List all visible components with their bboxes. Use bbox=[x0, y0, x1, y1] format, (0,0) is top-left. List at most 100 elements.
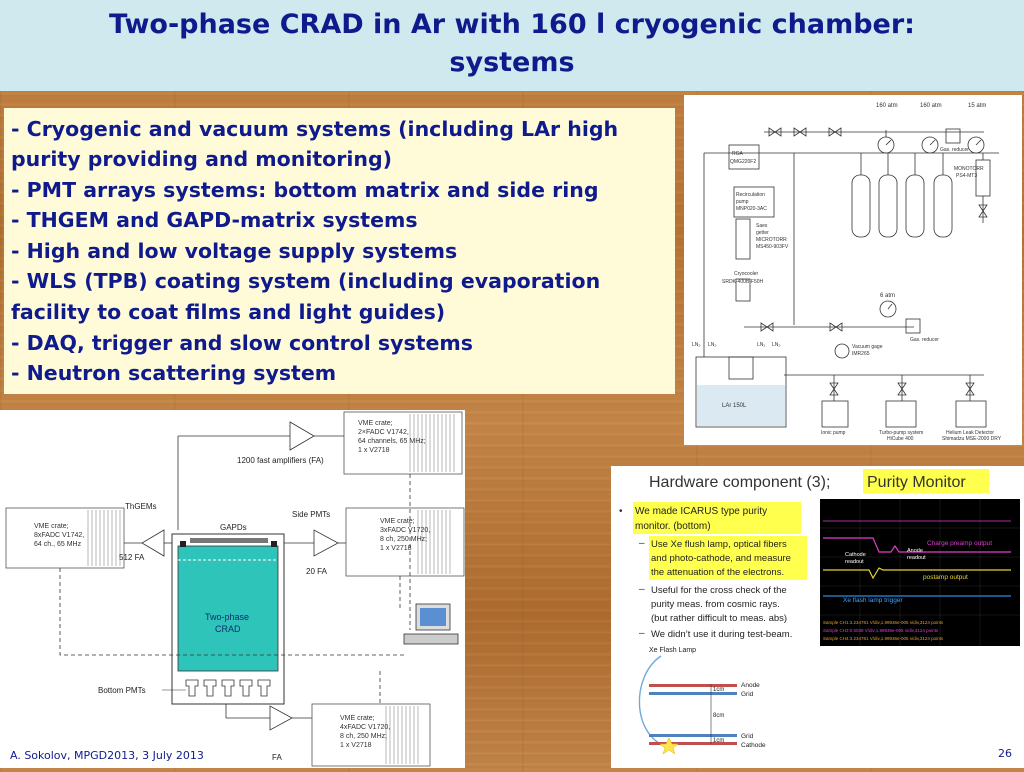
vme-crate-icon bbox=[343, 411, 463, 475]
vme-crate-icon bbox=[345, 507, 465, 577]
scope-label: readout bbox=[845, 559, 864, 565]
list-item: - WLS (TPB) coating system (including ev… bbox=[11, 269, 601, 293]
scope-label: postamp output bbox=[923, 574, 968, 581]
ln2-label: LN₂ bbox=[772, 342, 780, 348]
title-line-2: systems bbox=[449, 47, 575, 78]
sub-dash: – bbox=[639, 584, 645, 595]
fast-amplifiers-label: 1200 fast amplifiers (FA) bbox=[237, 456, 324, 465]
electrode-label: Grid bbox=[741, 733, 754, 740]
vme-top-text: VME crate; bbox=[358, 420, 393, 427]
ln2-label: LN₂ bbox=[692, 342, 700, 348]
cryocooler-label: Cryocooler bbox=[734, 271, 759, 277]
getter-label: MICROTORR bbox=[756, 237, 787, 243]
gap-label: 8cm bbox=[713, 713, 724, 719]
title-line-1: Two-phase CRAD in Ar with 160 l cryogeni… bbox=[109, 9, 915, 40]
flash-star-icon bbox=[659, 737, 679, 755]
sub-text: Useful for the cross check of the bbox=[651, 585, 787, 596]
scope-label: Charge preamp output bbox=[927, 540, 992, 547]
ln2-label: LN₂ bbox=[708, 342, 716, 348]
gas-reducer-label: Gas. reducer bbox=[940, 147, 969, 153]
scope-label: Xe flash lamp trigger bbox=[843, 597, 903, 604]
pressure-gauge-icon bbox=[967, 136, 985, 154]
title-bar: Two-phase CRAD in Ar with 160 l cryogeni… bbox=[0, 0, 1024, 91]
vme-right-text: 8 ch, 250 MHz; bbox=[380, 536, 427, 543]
vme-top-text: 1 x V2718 bbox=[358, 447, 390, 454]
recirc-label: pump bbox=[736, 199, 749, 205]
vme-bottom-text: 1 x V2718 bbox=[340, 742, 372, 749]
gas-reducer-label: Gas. reducer bbox=[910, 337, 939, 343]
vacuum-gauge-label: Vacuum gage bbox=[852, 344, 883, 350]
pressure-gauge-icon bbox=[879, 300, 897, 318]
sub-dash: – bbox=[639, 628, 645, 639]
scope-sample: Sample CH4:3.234781 V/div,1.99936e-005 s… bbox=[823, 636, 944, 641]
ionic-pump-label: Ionic pump bbox=[821, 430, 846, 436]
bottom-pmt-row bbox=[185, 679, 271, 697]
sub-text: We didn’t use it during test-beam. bbox=[651, 629, 792, 640]
monotorr-label: MONOTORR bbox=[954, 166, 984, 172]
recirc-label: Recirculation bbox=[736, 192, 765, 198]
purity-heading: Hardware component (3); bbox=[649, 474, 830, 491]
pressure-gauge-icon bbox=[921, 136, 939, 154]
scope-sample: Sample CH3:0.5039 V/div,1.99936e-005 s/d… bbox=[823, 628, 939, 633]
purity-heading-prefix: Hardware component (3); bbox=[649, 474, 830, 491]
electrode-label: Cathode bbox=[741, 742, 766, 749]
bullet-text: We made ICARUS type purity bbox=[635, 506, 767, 517]
getter-label: getter bbox=[756, 230, 769, 236]
crad-label: Two-phase bbox=[205, 612, 249, 622]
vme-left-text: 8xFADC V1742, bbox=[34, 532, 84, 539]
footer-author: A. Sokolov, MPGD2013, 3 July 2013 bbox=[10, 749, 204, 762]
gap-label: 1cm bbox=[713, 687, 724, 693]
leak-detector-model: Shimadzu MSE-2000 DRY bbox=[942, 436, 1002, 442]
vme-bottom-text: 8 ch, 250 MHz; bbox=[340, 733, 387, 740]
vme-right-text: 3xFADC V1720, bbox=[380, 527, 430, 534]
scope-label: readout bbox=[907, 555, 926, 561]
list-item: - High and low voltage supply systems bbox=[11, 239, 458, 263]
recirc-model: MNP020-3AC bbox=[736, 206, 767, 212]
vme-right-text: 1 x V2718 bbox=[380, 545, 412, 552]
vme-bottom-text: VME crate; bbox=[340, 715, 375, 722]
gauge-label: 160 atm bbox=[876, 103, 898, 109]
sub-text: the attenuation of the electrons. bbox=[651, 567, 784, 578]
electrode-label: Grid bbox=[741, 691, 754, 698]
getter-model: MS450-903FV bbox=[756, 244, 789, 250]
gauge-label: 15 atm bbox=[968, 103, 986, 109]
purity-heading-highlight: Purity Monitor bbox=[867, 474, 966, 491]
slide-title: Two-phase CRAD in Ar with 160 l cryogeni… bbox=[20, 6, 1004, 82]
cryogenic-scheme: 160 atm 160 atm 15 atm Gas. reducer RGA … bbox=[684, 95, 1022, 445]
list-item: - THGEM and GAPD-matrix systems bbox=[11, 208, 418, 232]
vme-crate-icon bbox=[311, 703, 431, 767]
vme-left-text: VME crate; bbox=[34, 523, 69, 530]
xe-lamp-label: Xe Flash Lamp bbox=[649, 647, 696, 654]
list-item: - Neutron scattering system bbox=[11, 361, 337, 385]
gap-label: 1cm bbox=[713, 738, 724, 744]
gauge-label: 6 atm bbox=[880, 293, 895, 299]
gapds-label: GAPDs bbox=[220, 523, 247, 532]
daq-scheme: VME crate; 2×FADC V1742, 64 channels, 65… bbox=[0, 410, 465, 768]
vme-right-text: VME crate; bbox=[380, 518, 415, 525]
systems-list: - Cryogenic and vacuum systems (includin… bbox=[4, 108, 675, 394]
bullet-dot: • bbox=[619, 506, 623, 517]
turbo-pump-label: Turbo-pump system bbox=[879, 430, 923, 436]
vme-top-text: 2×FADC V1742, bbox=[358, 429, 409, 436]
computer-icon bbox=[403, 603, 459, 645]
side-pmts-label: Side PMTs bbox=[292, 510, 330, 519]
scope-label: Anode bbox=[907, 548, 923, 554]
lar-label: LAr 150L bbox=[722, 403, 747, 409]
vme-crate-icon bbox=[5, 507, 125, 569]
rga-model: QMG220F2 bbox=[730, 159, 756, 165]
sub-text: Use Xe flush lamp, optical fibers bbox=[651, 539, 787, 550]
pressure-gauge-icon bbox=[877, 130, 895, 154]
purity-monitor-panel: Hardware component (3); Purity Monitor •… bbox=[611, 466, 1024, 768]
list-item: - DAQ, trigger and slow control systems bbox=[11, 331, 473, 355]
list-item: purity providing and monitoring) bbox=[11, 147, 393, 171]
list-item: - Cryogenic and vacuum systems (includin… bbox=[11, 117, 619, 141]
vme-bottom-text: 4xFADC V1720, bbox=[340, 724, 390, 731]
ln2-label: LN₂ bbox=[757, 342, 765, 348]
monotorr-model: PS4-MT3 bbox=[956, 173, 977, 179]
sub-text: and photo-cathode, and measure bbox=[651, 553, 791, 564]
list-item: - PMT arrays systems: bottom matrix and … bbox=[11, 178, 599, 202]
sub-dash: – bbox=[639, 538, 645, 549]
rga-label: RGA bbox=[732, 151, 744, 157]
fa-512-label: 512 FA bbox=[119, 553, 145, 562]
vme-top-text: 64 channels, 65 MHz; bbox=[358, 438, 426, 445]
